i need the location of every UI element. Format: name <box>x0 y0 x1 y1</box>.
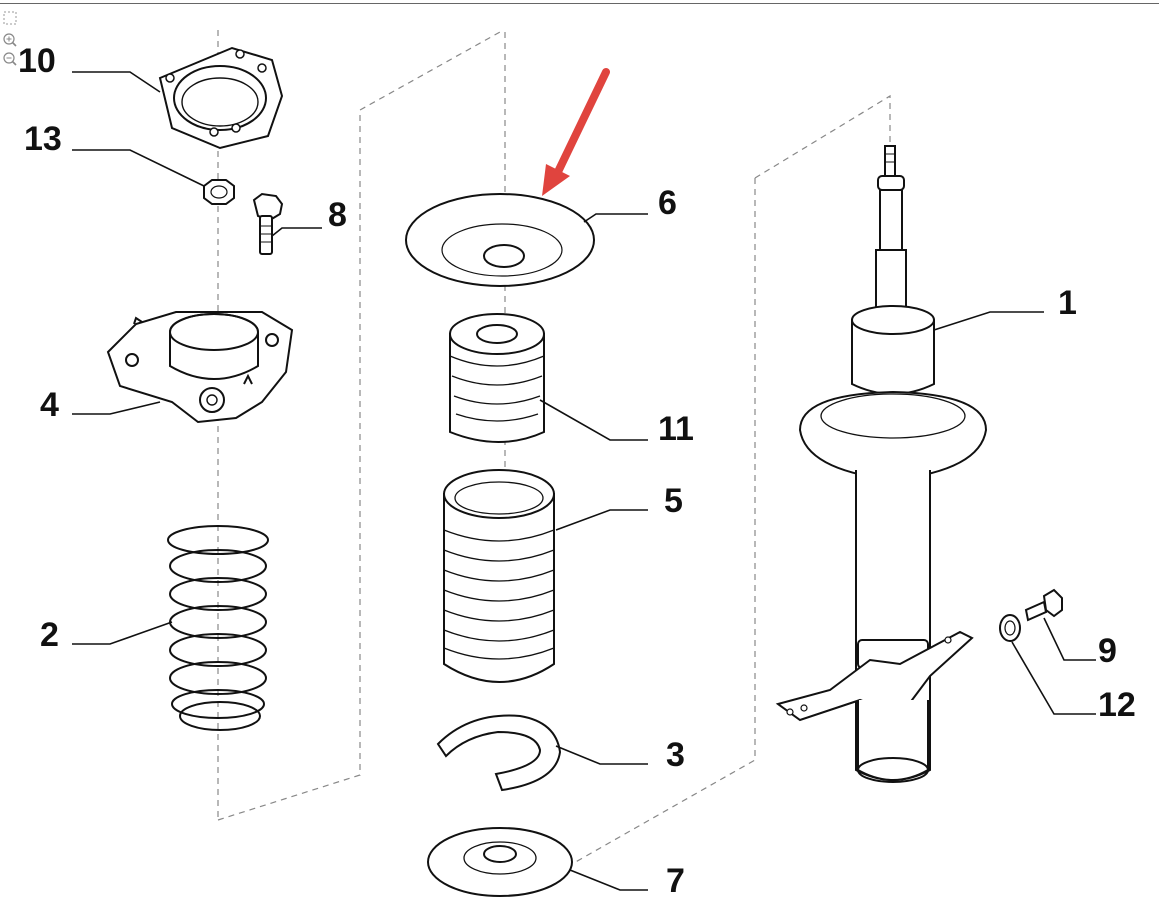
callout-6: 6 <box>658 184 677 222</box>
zoom-out-icon[interactable] <box>3 52 17 66</box>
callout-4: 4 <box>40 386 59 424</box>
part-13-nut[interactable] <box>203 179 235 205</box>
part-12-nut[interactable] <box>999 614 1021 642</box>
zoom-in-icon[interactable] <box>3 33 17 47</box>
callout-numbers: 10 13 8 4 2 6 11 5 3 7 1 9 12 <box>18 42 1136 900</box>
callout-7: 7 <box>666 862 685 900</box>
part-8-bolt[interactable] <box>252 192 284 255</box>
callout-5: 5 <box>664 482 683 520</box>
zoom-controls <box>2 10 20 68</box>
callout-13: 13 <box>24 120 62 158</box>
part-5-dust-boot[interactable] <box>443 469 555 683</box>
viewer-top-border <box>0 0 1159 4</box>
callout-12: 12 <box>1098 686 1136 724</box>
part-1-shock-absorber[interactable] <box>775 145 988 783</box>
leader-lines <box>72 71 1096 891</box>
part-10-top-plate[interactable] <box>158 46 284 150</box>
part-6-spring-seat[interactable] <box>405 193 595 287</box>
highlight-arrow <box>542 68 610 196</box>
callout-1: 1 <box>1058 284 1077 322</box>
callout-3: 3 <box>666 736 685 774</box>
callout-10: 10 <box>18 42 56 80</box>
callout-8: 8 <box>328 196 347 234</box>
callout-11: 11 <box>658 410 694 448</box>
part-4-upper-mount[interactable] <box>106 311 294 424</box>
part-2-coil-spring[interactable] <box>167 525 269 731</box>
part-9-bolt[interactable] <box>1024 588 1063 622</box>
part-11-bump-stop[interactable] <box>449 313 545 443</box>
fit-view-icon[interactable] <box>3 11 17 25</box>
part-3-spring-isolator[interactable] <box>436 714 562 792</box>
part-7-lower-seat[interactable] <box>427 827 573 897</box>
callout-2: 2 <box>40 616 59 654</box>
callout-9: 9 <box>1098 632 1117 670</box>
